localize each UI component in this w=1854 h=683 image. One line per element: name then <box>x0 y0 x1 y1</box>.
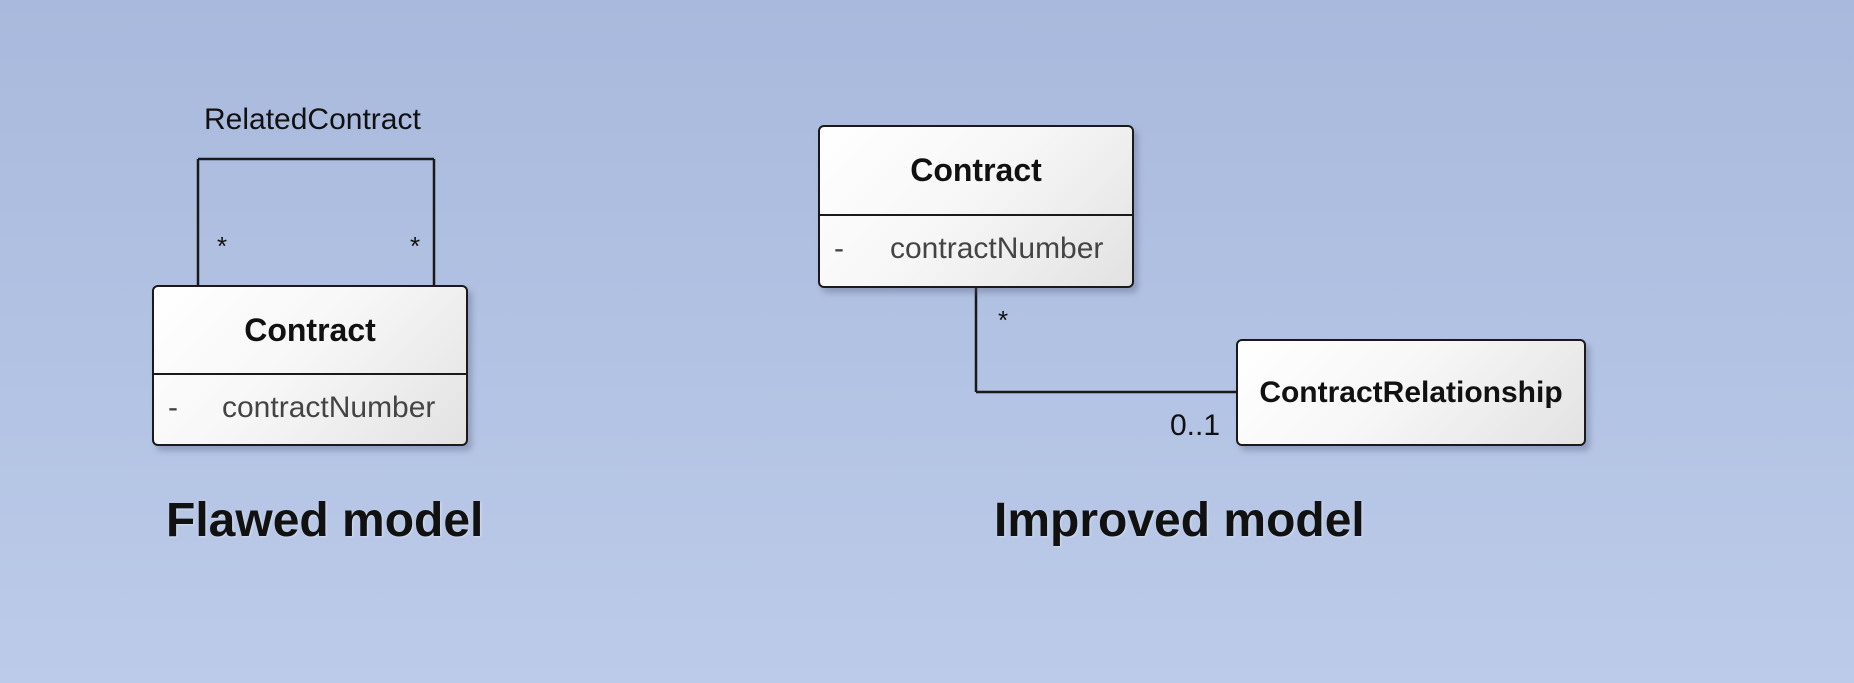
attribute-visibility: - <box>168 391 178 424</box>
attribute-contract-number: contractNumber <box>890 232 1104 265</box>
attribute-compartment: - contractNumber <box>154 373 466 444</box>
multiplicity-right: * <box>410 231 421 261</box>
caption-flawed-model: Flawed model <box>166 494 484 547</box>
class-name: ContractRelationship <box>1259 376 1563 409</box>
class-name: Contract <box>910 152 1042 188</box>
attribute-compartment: - contractNumber <box>820 214 1132 286</box>
class-name: Contract <box>244 312 376 348</box>
caption-improved-model: Improved model <box>994 494 1365 547</box>
multiplicity-left: * <box>217 231 228 261</box>
contract-class-flawed[interactable]: Contract - contractNumber <box>152 285 468 446</box>
multiplicity-relationship: 0..1 <box>1170 409 1221 442</box>
attribute-contract-number: contractNumber <box>222 391 436 424</box>
multiplicity-contract: * <box>998 305 1009 335</box>
contract-relationship-class[interactable]: ContractRelationship <box>1236 339 1586 446</box>
contract-class-improved[interactable]: Contract - contractNumber <box>818 125 1134 288</box>
attribute-visibility: - <box>834 232 844 265</box>
association-label-related-contract: RelatedContract <box>204 103 421 136</box>
